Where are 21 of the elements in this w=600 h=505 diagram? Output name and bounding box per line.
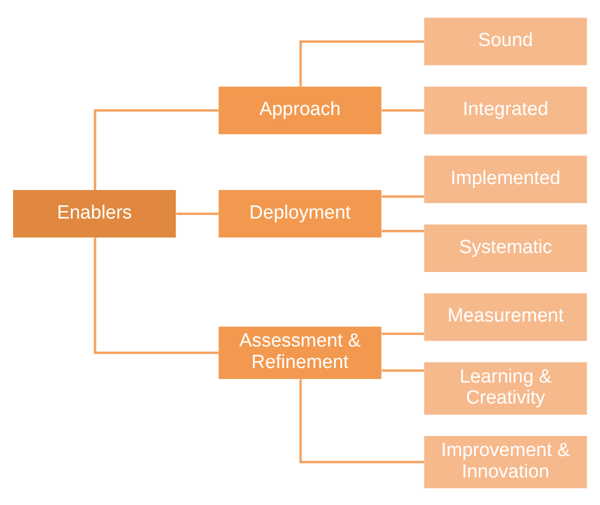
node-box: Enablers	[13, 190, 176, 238]
node-box: Systematic	[424, 224, 587, 272]
node-box: Measurement	[424, 292, 587, 340]
node-box: Improvement & Innovation	[424, 435, 587, 488]
node-box: Assessment & Refinement	[218, 326, 382, 378]
node-box: Approach	[218, 86, 382, 134]
connector	[299, 40, 424, 86]
connector	[94, 108, 218, 190]
node-box: Sound	[424, 17, 587, 65]
connector	[382, 108, 424, 112]
connector	[299, 378, 424, 463]
connector	[382, 194, 424, 198]
node-box: Deployment	[218, 190, 382, 238]
connector	[94, 237, 218, 354]
connector	[382, 332, 424, 334]
connector	[382, 229, 424, 232]
connector	[176, 212, 218, 214]
connector	[382, 368, 424, 372]
node-box: Implemented	[424, 155, 587, 203]
node-box: Integrated	[424, 86, 587, 134]
node-box: Learning & Creativity	[424, 362, 587, 414]
